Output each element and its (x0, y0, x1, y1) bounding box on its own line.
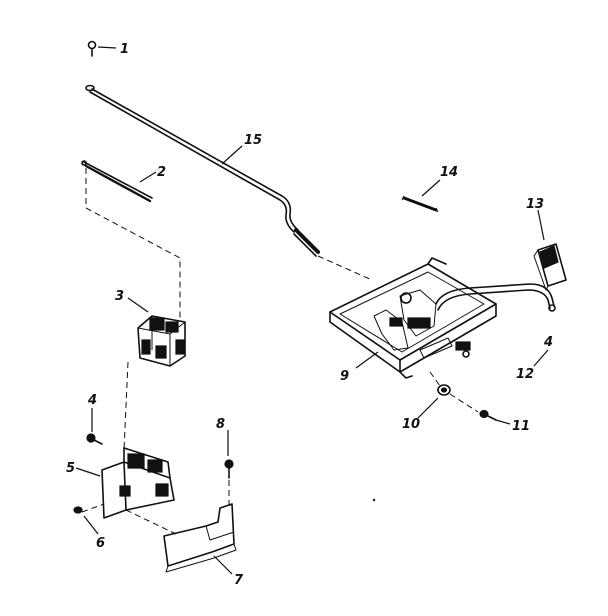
callout-6: 6 (96, 536, 105, 551)
part-12-tube (435, 283, 556, 312)
callout-2: 2 (157, 165, 166, 180)
part-1-screw (87, 40, 97, 57)
part-2-spring (81, 160, 153, 203)
callout-4-right: 4 (543, 335, 553, 350)
guide-line-3-to-5 (123, 361, 129, 451)
stray-dot (372, 498, 376, 502)
callout-1: 1 (120, 42, 129, 57)
callout-12: 12 (516, 367, 534, 382)
callout-13: 13 (526, 197, 544, 212)
callout-14: 14 (440, 165, 458, 180)
guide-line-15-to-9 (317, 255, 373, 281)
callout-3: 3 (115, 289, 124, 304)
part-4-screw-lower (86, 433, 103, 445)
part-9-base-pan (329, 257, 497, 379)
part-7-mounting-bracket (163, 503, 237, 573)
part-11-screw (479, 409, 497, 421)
callout-15: 15 (244, 133, 262, 148)
part-8-screw (224, 459, 234, 506)
part-6-screw (73, 503, 105, 514)
part-3-switch-block (137, 315, 186, 367)
leader-lines (75, 46, 549, 575)
callout-11: 11 (512, 419, 530, 434)
part-14-spring (401, 195, 439, 213)
part-15-rod (85, 84, 320, 257)
part-10-washer (429, 371, 479, 413)
part-5-switch-bracket (101, 447, 177, 535)
callout-8: 8 (216, 417, 225, 432)
callout-4-left: 4 (87, 393, 97, 408)
callout-7: 7 (234, 573, 244, 588)
guide-line-2-to-3 (85, 168, 181, 318)
callout-10: 10 (402, 417, 420, 432)
callout-9: 9 (340, 369, 349, 384)
part-13-knob (533, 243, 567, 291)
callout-5: 5 (66, 461, 75, 476)
